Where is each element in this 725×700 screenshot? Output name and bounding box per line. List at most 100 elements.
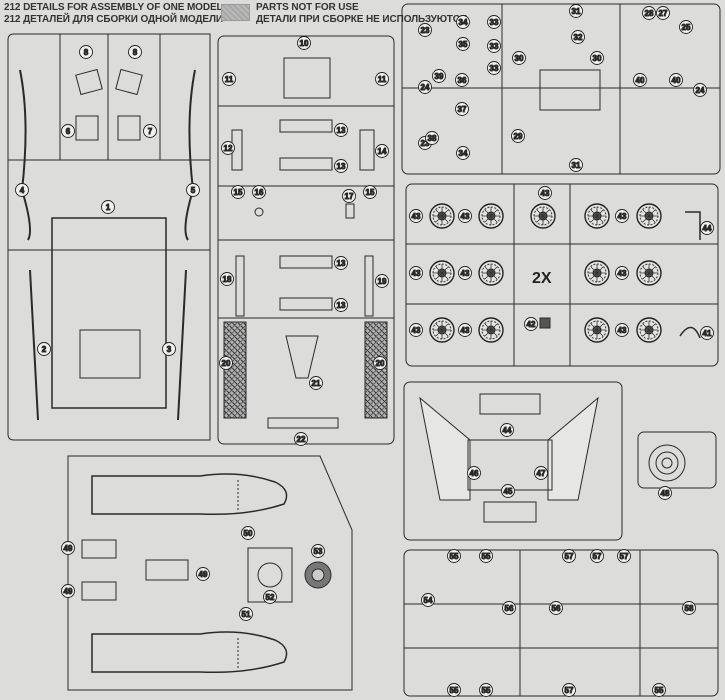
part-label-text: 43 xyxy=(618,326,627,335)
part-label-55: 55 xyxy=(447,549,461,563)
part-label-text: 10 xyxy=(300,39,309,48)
part-label-text: 12 xyxy=(224,144,233,153)
part-label-text: 50 xyxy=(244,529,253,538)
part-label-text: 40 xyxy=(636,76,645,85)
part-label-text: 43 xyxy=(412,269,421,278)
part-label-54: 54 xyxy=(421,593,435,607)
part-label-text: 7 xyxy=(148,127,153,136)
part-label-text: 31 xyxy=(572,7,581,16)
part-label-23: 23 xyxy=(418,23,432,37)
part-label-47: 47 xyxy=(534,466,548,480)
part-label-text: 22 xyxy=(297,435,306,444)
part-label-text: 21 xyxy=(312,379,321,388)
part-label-43: 43 xyxy=(458,209,472,223)
part-label-text: 15 xyxy=(234,188,243,197)
part-label-text: 41 xyxy=(703,329,712,338)
part-label-3: 3 xyxy=(162,342,176,356)
part-label-11: 11 xyxy=(222,72,236,86)
part-label-text: 47 xyxy=(537,469,546,478)
part-label-22: 22 xyxy=(294,432,308,446)
part-label-17: 17 xyxy=(342,189,356,203)
part-label-text: 30 xyxy=(515,54,524,63)
sprue-disc xyxy=(637,431,717,489)
part-label-13: 13 xyxy=(334,123,348,137)
part-label-55: 55 xyxy=(479,683,493,697)
part-label-text: 55 xyxy=(482,552,491,561)
part-label-4: 4 xyxy=(15,183,29,197)
part-label-31: 31 xyxy=(569,4,583,18)
part-label-text: 1 xyxy=(106,203,111,212)
part-label-text: 4 xyxy=(20,186,25,195)
part-label-text: 17 xyxy=(345,192,354,201)
part-label-37: 37 xyxy=(455,102,469,116)
part-label-text: 52 xyxy=(266,593,275,602)
part-label-text: 56 xyxy=(505,604,514,613)
unused-parts-swatch xyxy=(221,4,250,21)
sprue-chassis xyxy=(7,33,211,441)
part-label-8: 8 xyxy=(128,45,142,59)
part-label-43: 43 xyxy=(458,266,472,280)
part-label-48: 48 xyxy=(658,486,672,500)
part-label-text: 16 xyxy=(255,188,264,197)
part-label-1: 1 xyxy=(101,200,115,214)
part-label-30: 30 xyxy=(590,51,604,65)
part-label-51: 51 xyxy=(239,607,253,621)
part-label-text: 23 xyxy=(421,139,430,148)
part-label-14: 14 xyxy=(375,144,389,158)
part-label-text: 43 xyxy=(461,212,470,221)
part-label-25: 25 xyxy=(679,20,693,34)
sprue-body-parts xyxy=(217,35,395,445)
part-label-55: 55 xyxy=(479,549,493,563)
part-label-text: 36 xyxy=(458,76,467,85)
part-label-text: 14 xyxy=(378,147,387,156)
part-label-43: 43 xyxy=(538,186,552,200)
part-label-text: 11 xyxy=(225,75,234,84)
part-label-text: 51 xyxy=(242,610,251,619)
part-label-text: 49 xyxy=(64,587,73,596)
part-label-20: 20 xyxy=(373,356,387,370)
part-label-text: 27 xyxy=(659,9,668,18)
part-label-57: 57 xyxy=(562,549,576,563)
part-label-text: 13 xyxy=(337,126,346,135)
part-label-2: 2 xyxy=(37,342,51,356)
legend-not-used-en: PARTS NOT FOR USE xyxy=(256,2,359,13)
part-label-15: 15 xyxy=(363,185,377,199)
part-label-58: 58 xyxy=(682,601,696,615)
part-label-text: 43 xyxy=(461,326,470,335)
part-label-text: 49 xyxy=(64,544,73,553)
header-parts-count-en: 212 DETAILS FOR ASSEMBLY OF ONE MODEL xyxy=(4,2,223,13)
part-label-text: 57 xyxy=(620,552,629,561)
part-label-text: 28 xyxy=(645,9,654,18)
part-label-36: 36 xyxy=(455,73,469,87)
part-label-6: 6 xyxy=(61,124,75,138)
part-label-text: 55 xyxy=(450,552,459,561)
part-label-41: 41 xyxy=(700,326,714,340)
part-label-35: 35 xyxy=(456,37,470,51)
part-label-8: 8 xyxy=(79,45,93,59)
part-label-text: 55 xyxy=(482,686,491,695)
part-label-text: 18 xyxy=(223,275,232,284)
part-label-7: 7 xyxy=(143,124,157,138)
part-label-text: 13 xyxy=(337,259,346,268)
part-label-42: 42 xyxy=(524,317,538,331)
part-label-text: 46 xyxy=(470,469,479,478)
part-label-text: 31 xyxy=(572,161,581,170)
part-label-text: 43 xyxy=(618,212,627,221)
part-label-50: 50 xyxy=(241,526,255,540)
part-label-43: 43 xyxy=(409,323,423,337)
part-label-text: 54 xyxy=(424,596,433,605)
part-label-text: 44 xyxy=(703,224,712,233)
legend-not-used-ru: ДЕТАЛИ ПРИ СБОРКЕ НЕ ИСПОЛЬЗУЮТСЯ xyxy=(256,14,467,25)
multiplier-label: 2X xyxy=(532,270,552,287)
part-label-text: 43 xyxy=(412,212,421,221)
part-label-text: 25 xyxy=(682,23,691,32)
part-label-text: 33 xyxy=(490,18,499,27)
part-label-text: 3 xyxy=(167,345,172,354)
part-label-43: 43 xyxy=(615,266,629,280)
part-label-text: 30 xyxy=(593,54,602,63)
part-label-20: 20 xyxy=(219,356,233,370)
part-label-12: 12 xyxy=(221,141,235,155)
part-label-text: 57 xyxy=(565,686,574,695)
part-label-13: 13 xyxy=(334,298,348,312)
